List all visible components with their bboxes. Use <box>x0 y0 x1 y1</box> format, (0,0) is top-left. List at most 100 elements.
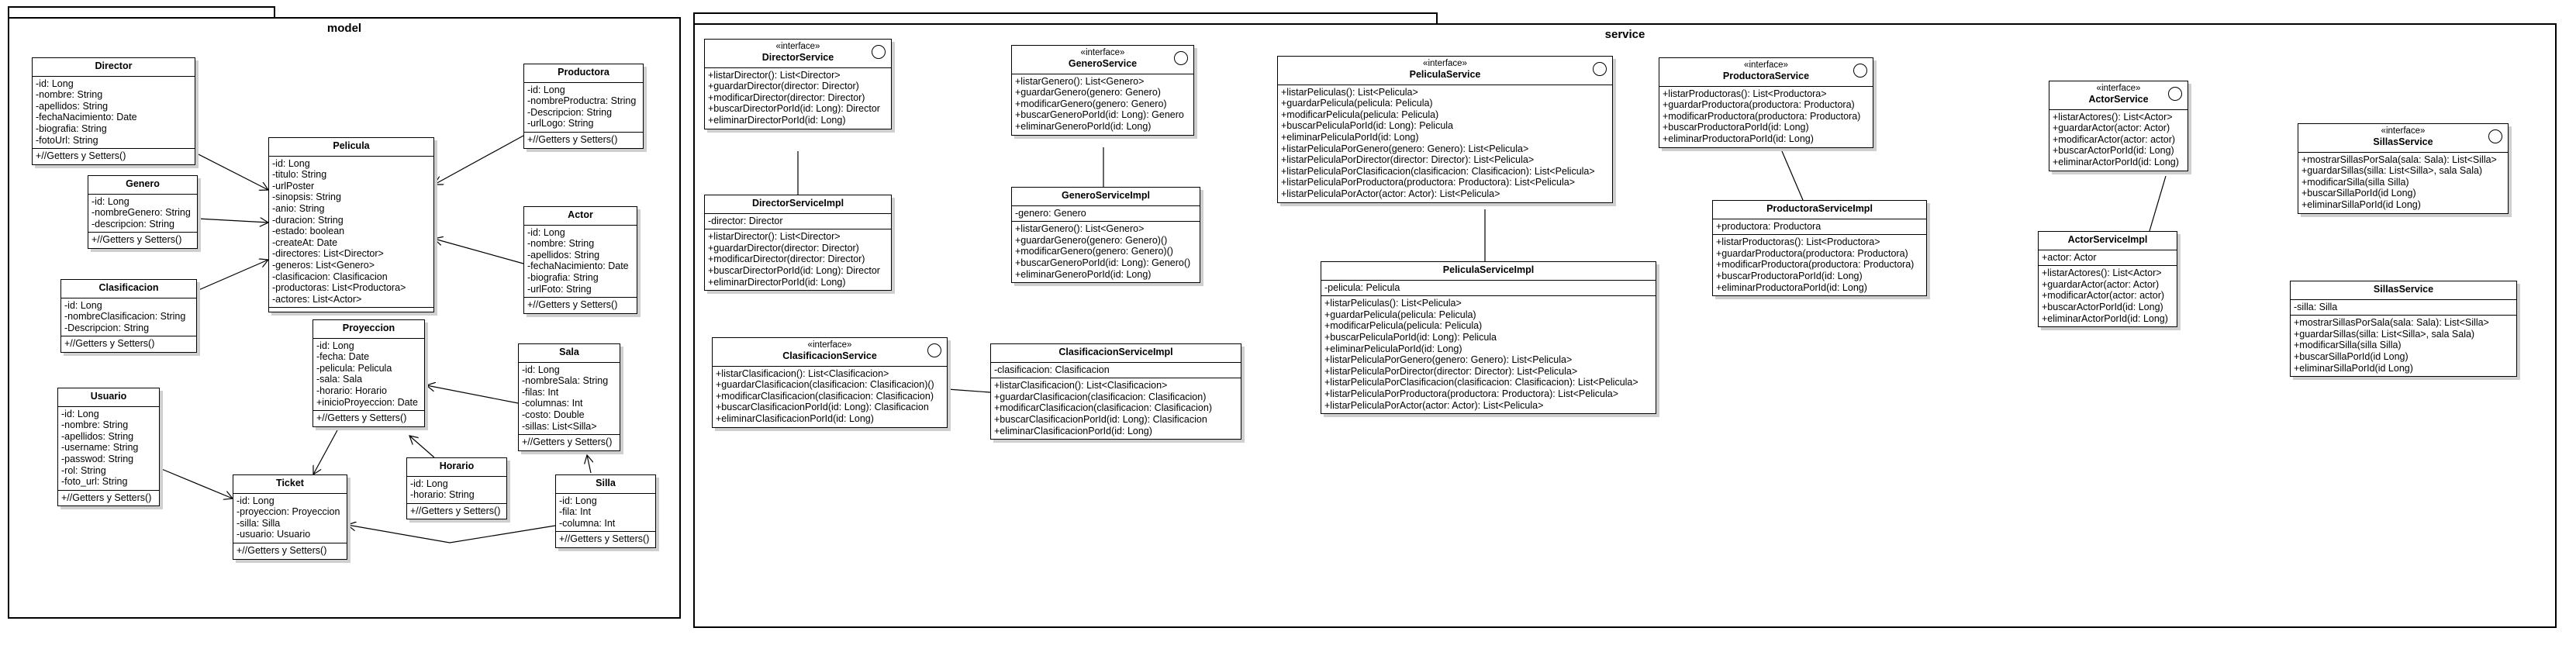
operation: +listarPeliculas(): List<Pelicula> <box>1281 86 1418 98</box>
stereotype-label: «interface» <box>1744 60 1788 70</box>
interface-productora-service[interactable]: «interface»ProductoraService +listarProdu… <box>1659 57 1873 148</box>
stereotype-label: «interface» <box>2096 84 2141 93</box>
model-package-tab <box>8 6 275 19</box>
interface-pelicula-service[interactable]: «interface»PeliculaService+listarPelicul… <box>1277 56 1613 203</box>
class-productora[interactable]: Productora-id: Long-nombreProductra: Str… <box>523 64 644 149</box>
class-actor-service-impl[interactable]: ActorServiceImpl+actor: Actor+listarActo… <box>2038 231 2177 328</box>
class-name: Pelicula <box>333 140 370 151</box>
attribute: -Descripcion: String <box>527 106 613 118</box>
operation: +//Getters y Setters() <box>527 299 618 311</box>
attribute: -descripcion: String <box>92 218 174 229</box>
class-actor[interactable]: Actor-id: Long-nombre: String-apellidos:… <box>523 206 637 314</box>
operation: +listarPeliculaPorClasificacion(clasific… <box>1324 377 1638 388</box>
attribute: -rol: String <box>61 464 106 476</box>
class-clasificacion-service-impl[interactable]: ClasificacionServiceImpl-clasificacion: … <box>990 343 1241 440</box>
class-header: ActorServiceImpl <box>2039 232 2177 250</box>
operation: +buscarDirectorPorId(id: Long): Director <box>708 103 880 115</box>
attribute: -nombre: String <box>36 89 103 101</box>
attribute: -passwod: String <box>61 453 134 464</box>
operations-compartment: +mostrarSillasPorSala(sala: Sala): List<… <box>2298 153 2508 213</box>
class-name: GeneroServiceImpl <box>1062 190 1150 201</box>
operation: +listarPeliculas(): List<Pelicula> <box>1324 298 1462 309</box>
operations-compartment <box>269 308 433 312</box>
attribute: -sala: Sala <box>316 374 363 385</box>
operation: +listarActores(): List<Actor> <box>2053 111 2173 122</box>
attribute: -createAt: Date <box>272 236 338 248</box>
attributes-compartment: -id: Long-nombreProductra: String-Descri… <box>524 83 643 133</box>
operation: +eliminarPeliculaPorId(id: Long) <box>1324 343 1462 354</box>
operation: +buscarGeneroPorId(id: Long): Genero() <box>1015 257 1191 268</box>
interface-circle-icon <box>927 343 941 357</box>
edge-director-pelicula <box>195 152 268 190</box>
operation: +//Getters y Setters() <box>410 505 501 516</box>
class-proyeccion[interactable]: Proyeccion-id: Long-fecha: Date-pelicula… <box>313 319 425 427</box>
operations-compartment: +listarActores(): List<Actor>+guardarAct… <box>2039 266 2177 326</box>
class-sillas-service-impl[interactable]: SillasService-silla: Silla+mostrarSillas… <box>2290 281 2517 378</box>
attribute: -nombreProductra: String <box>527 95 637 107</box>
operation: +listarProductoras(): List<Productora> <box>1663 88 1827 99</box>
attribute: -clasificacion: Clasificacion <box>272 271 388 282</box>
attributes-compartment: -id: Long-nombre: String-apellidos: Stri… <box>58 407 159 491</box>
operation: +eliminarGeneroPorId(id: Long) <box>1015 268 1152 280</box>
class-usuario[interactable]: Usuario-id: Long-nombre: String-apellido… <box>57 388 160 507</box>
attribute: -nombre: String <box>527 238 595 250</box>
interface-sillas-service[interactable]: «interface»SillasService+mostrarSillasPo… <box>2298 123 2509 214</box>
attribute: -silla: Silla <box>237 517 281 529</box>
operation: +modificarProductora(productora: Product… <box>1663 110 1861 122</box>
class-horario[interactable]: Horario-id: Long-horario: String+//Gette… <box>406 457 507 520</box>
class-director[interactable]: Director-id: Long-nombre: String-apellid… <box>32 57 195 165</box>
attribute: -id: Long <box>316 340 354 351</box>
attribute: -pelicula: Pelicula <box>316 362 392 374</box>
class-productora-service-impl[interactable]: ProductoraServiceImpl+productora: Produc… <box>1712 200 1927 297</box>
attribute: -estado: boolean <box>272 226 345 237</box>
class-header: Ticket <box>233 475 347 494</box>
operation: +buscarProductoraPorId(id: Long) <box>1663 122 1809 133</box>
operation: +eliminarDirectorPorId(id: Long) <box>708 114 846 126</box>
operations-compartment: +//Getters y Setters() <box>88 233 197 248</box>
edge-genero-pelicula <box>197 219 268 223</box>
class-pelicula[interactable]: Pelicula-id: Long-titulo: String-urlPost… <box>268 137 434 313</box>
operations-compartment: +//Getters y Setters() <box>233 543 347 559</box>
attribute: -filas: Int <box>522 386 559 398</box>
class-silla[interactable]: Silla-id: Long-fila: Int-columna: Int+//… <box>555 474 656 548</box>
interface-director-service[interactable]: «interface»DirectorService+listarDirecto… <box>704 39 892 129</box>
operation: +eliminarProductoraPorId(id: Long) <box>1716 281 1867 293</box>
operation: +guardarClasificacion(clasificacion: Cla… <box>994 391 1207 402</box>
attribute: -sinopsis: String <box>272 191 341 203</box>
class-sala[interactable]: Sala-id: Long-nombreSala: String-filas: … <box>518 343 620 451</box>
edge-productora-pelicula <box>434 135 524 185</box>
class-clasificacion[interactable]: Clasificacion-id: Long-nombreClasificaci… <box>60 279 197 353</box>
interface-genero-service[interactable]: «interface»GeneroService+listarGenero():… <box>1011 45 1194 136</box>
attribute: -horario: Horario <box>316 385 388 396</box>
operation: +guardarSillas(silla: List<Silla>, sala … <box>2294 328 2475 340</box>
class-header: GeneroServiceImpl <box>1012 188 1200 206</box>
class-header: Usuario <box>58 388 159 407</box>
class-director-service-impl[interactable]: DirectorServiceImpl-director: Director+l… <box>704 195 892 292</box>
model-package-title: model <box>326 22 362 35</box>
interface-clasificacion-service[interactable]: «interface»ClasificacionService+listarCl… <box>712 337 948 428</box>
operation: +buscarSillaPorId(id Long) <box>2301 188 2416 199</box>
operation: +modificarPelicula(pelicula: Pelicula) <box>1281 109 1439 120</box>
operations-compartment: +listarProductoras(): List<Productora>+g… <box>1659 87 1873 147</box>
operation: +modificarProductora(productora: Product… <box>1716 259 1915 271</box>
class-name: ProductoraService <box>1722 71 1810 81</box>
attributes-compartment: -id: Long-nombreGenero: String-descripci… <box>88 195 197 233</box>
operations-compartment: +listarPeliculas(): List<Pelicula>+guard… <box>1278 85 1612 202</box>
class-ticket[interactable]: Ticket-id: Long-proyeccion: Proyeccion-s… <box>233 474 347 560</box>
class-genero[interactable]: Genero-id: Long-nombreGenero: String-des… <box>88 175 198 249</box>
class-pelicula-service-impl[interactable]: PeliculaServiceImpl-pelicula: Pelicula+l… <box>1321 261 1656 415</box>
operation: +buscarClasificacionPorId(id: Long): Cla… <box>716 402 929 413</box>
attributes-compartment: -genero: Genero <box>1012 206 1200 223</box>
interface-actor-service[interactable]: «interface»ActorService+listarActores():… <box>2049 81 2188 171</box>
class-header: Sala <box>519 344 620 363</box>
attribute: -apellidos: String <box>36 100 109 112</box>
operation: +guardarPelicula(pelicula: Pelicula) <box>1324 309 1476 320</box>
attribute: -columna: Int <box>559 517 616 529</box>
operation: +//Getters y Setters() <box>527 133 618 145</box>
class-header: Clasificacion <box>61 280 196 298</box>
operation: +listarPeliculaPorClasificacion(clasific… <box>1281 165 1595 177</box>
class-genero-service-impl[interactable]: GeneroServiceImpl-genero: Genero+listarG… <box>1011 187 1200 284</box>
attribute: -fechaNacimiento: Date <box>36 112 137 123</box>
